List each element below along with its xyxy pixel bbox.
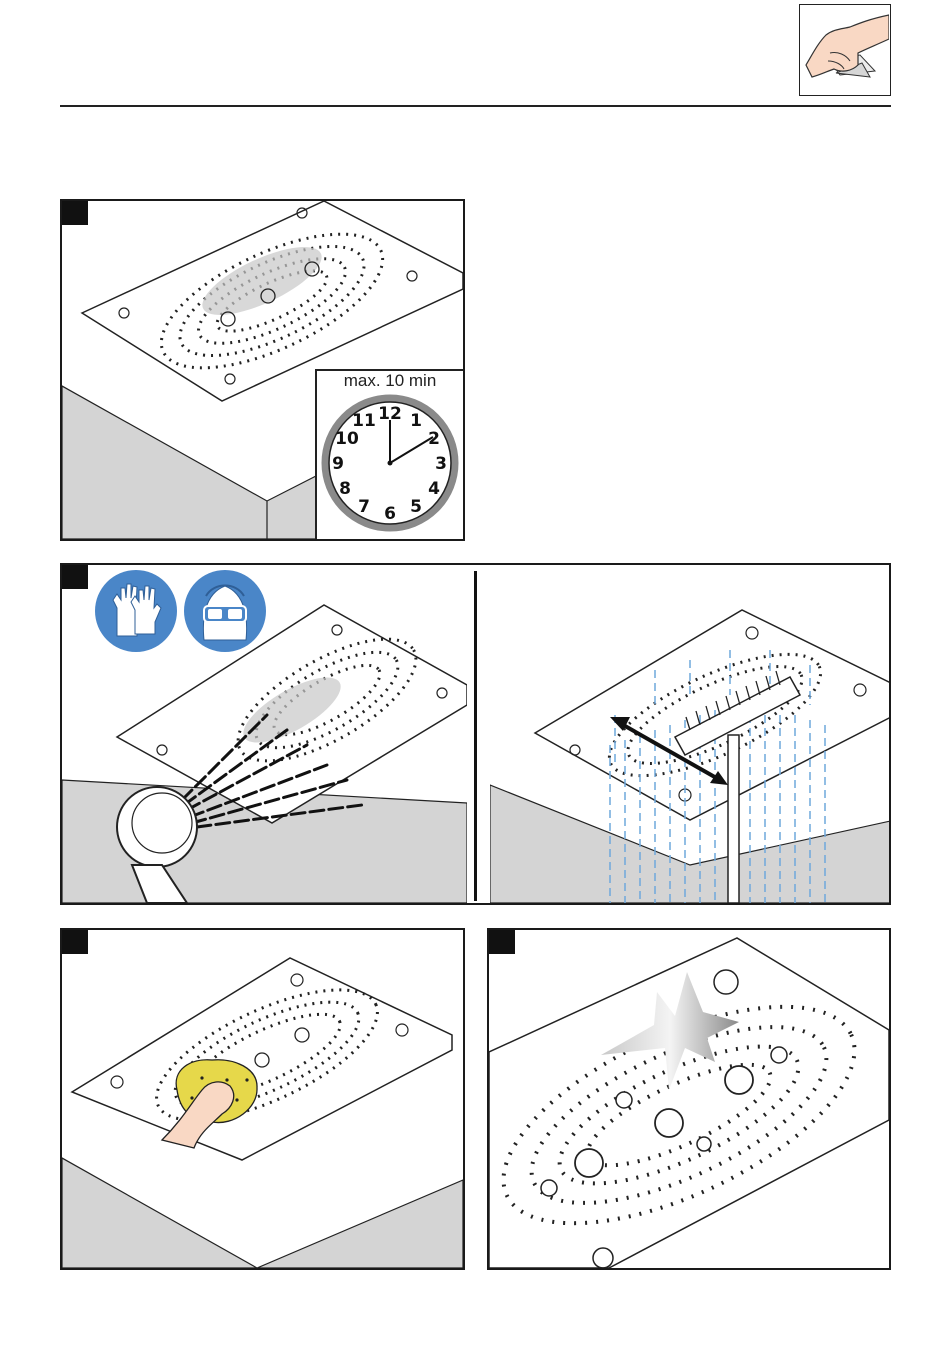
clock-numeral: 11 — [352, 411, 376, 431]
clock-numeral: 5 — [410, 497, 422, 517]
header-rule — [60, 105, 891, 107]
header-thumbnail — [799, 4, 891, 96]
clock-numeral: 8 — [339, 479, 351, 499]
panel-soak: max. 10 min 12 1 2 3 4 5 6 7 8 9 10 11 — [60, 199, 465, 541]
panel-shine — [487, 928, 891, 1270]
shine-scene — [489, 930, 889, 1268]
step-marker — [489, 930, 515, 954]
brush-scene — [490, 565, 891, 903]
clock-numeral: 10 — [335, 429, 359, 449]
clock-numeral: 4 — [428, 479, 440, 499]
sponge-scene — [62, 930, 463, 1268]
timer-label: max. 10 min — [317, 371, 463, 391]
protective-gloves-icon — [95, 570, 177, 652]
hand-wiping-cloth-icon — [800, 5, 889, 94]
clock-numeral: 9 — [332, 454, 344, 474]
goggles-sign — [184, 570, 266, 652]
clock-numeral: 6 — [384, 504, 396, 524]
clock-numeral: 7 — [358, 497, 370, 517]
step-marker — [62, 930, 88, 954]
safety-goggles-icon — [184, 570, 266, 652]
gloves-sign — [95, 570, 177, 652]
panel-sponge — [60, 928, 465, 1270]
timer-box: max. 10 min 12 1 2 3 4 5 6 7 8 9 10 11 — [315, 369, 463, 539]
step-marker — [62, 201, 88, 225]
panel-spray-brush — [60, 563, 891, 905]
clock-numeral: 1 — [410, 411, 422, 431]
panel-divider — [474, 571, 477, 901]
wall-clock-icon: 12 1 2 3 4 5 6 7 8 9 10 11 — [320, 393, 460, 533]
clock-numeral: 3 — [435, 454, 447, 474]
